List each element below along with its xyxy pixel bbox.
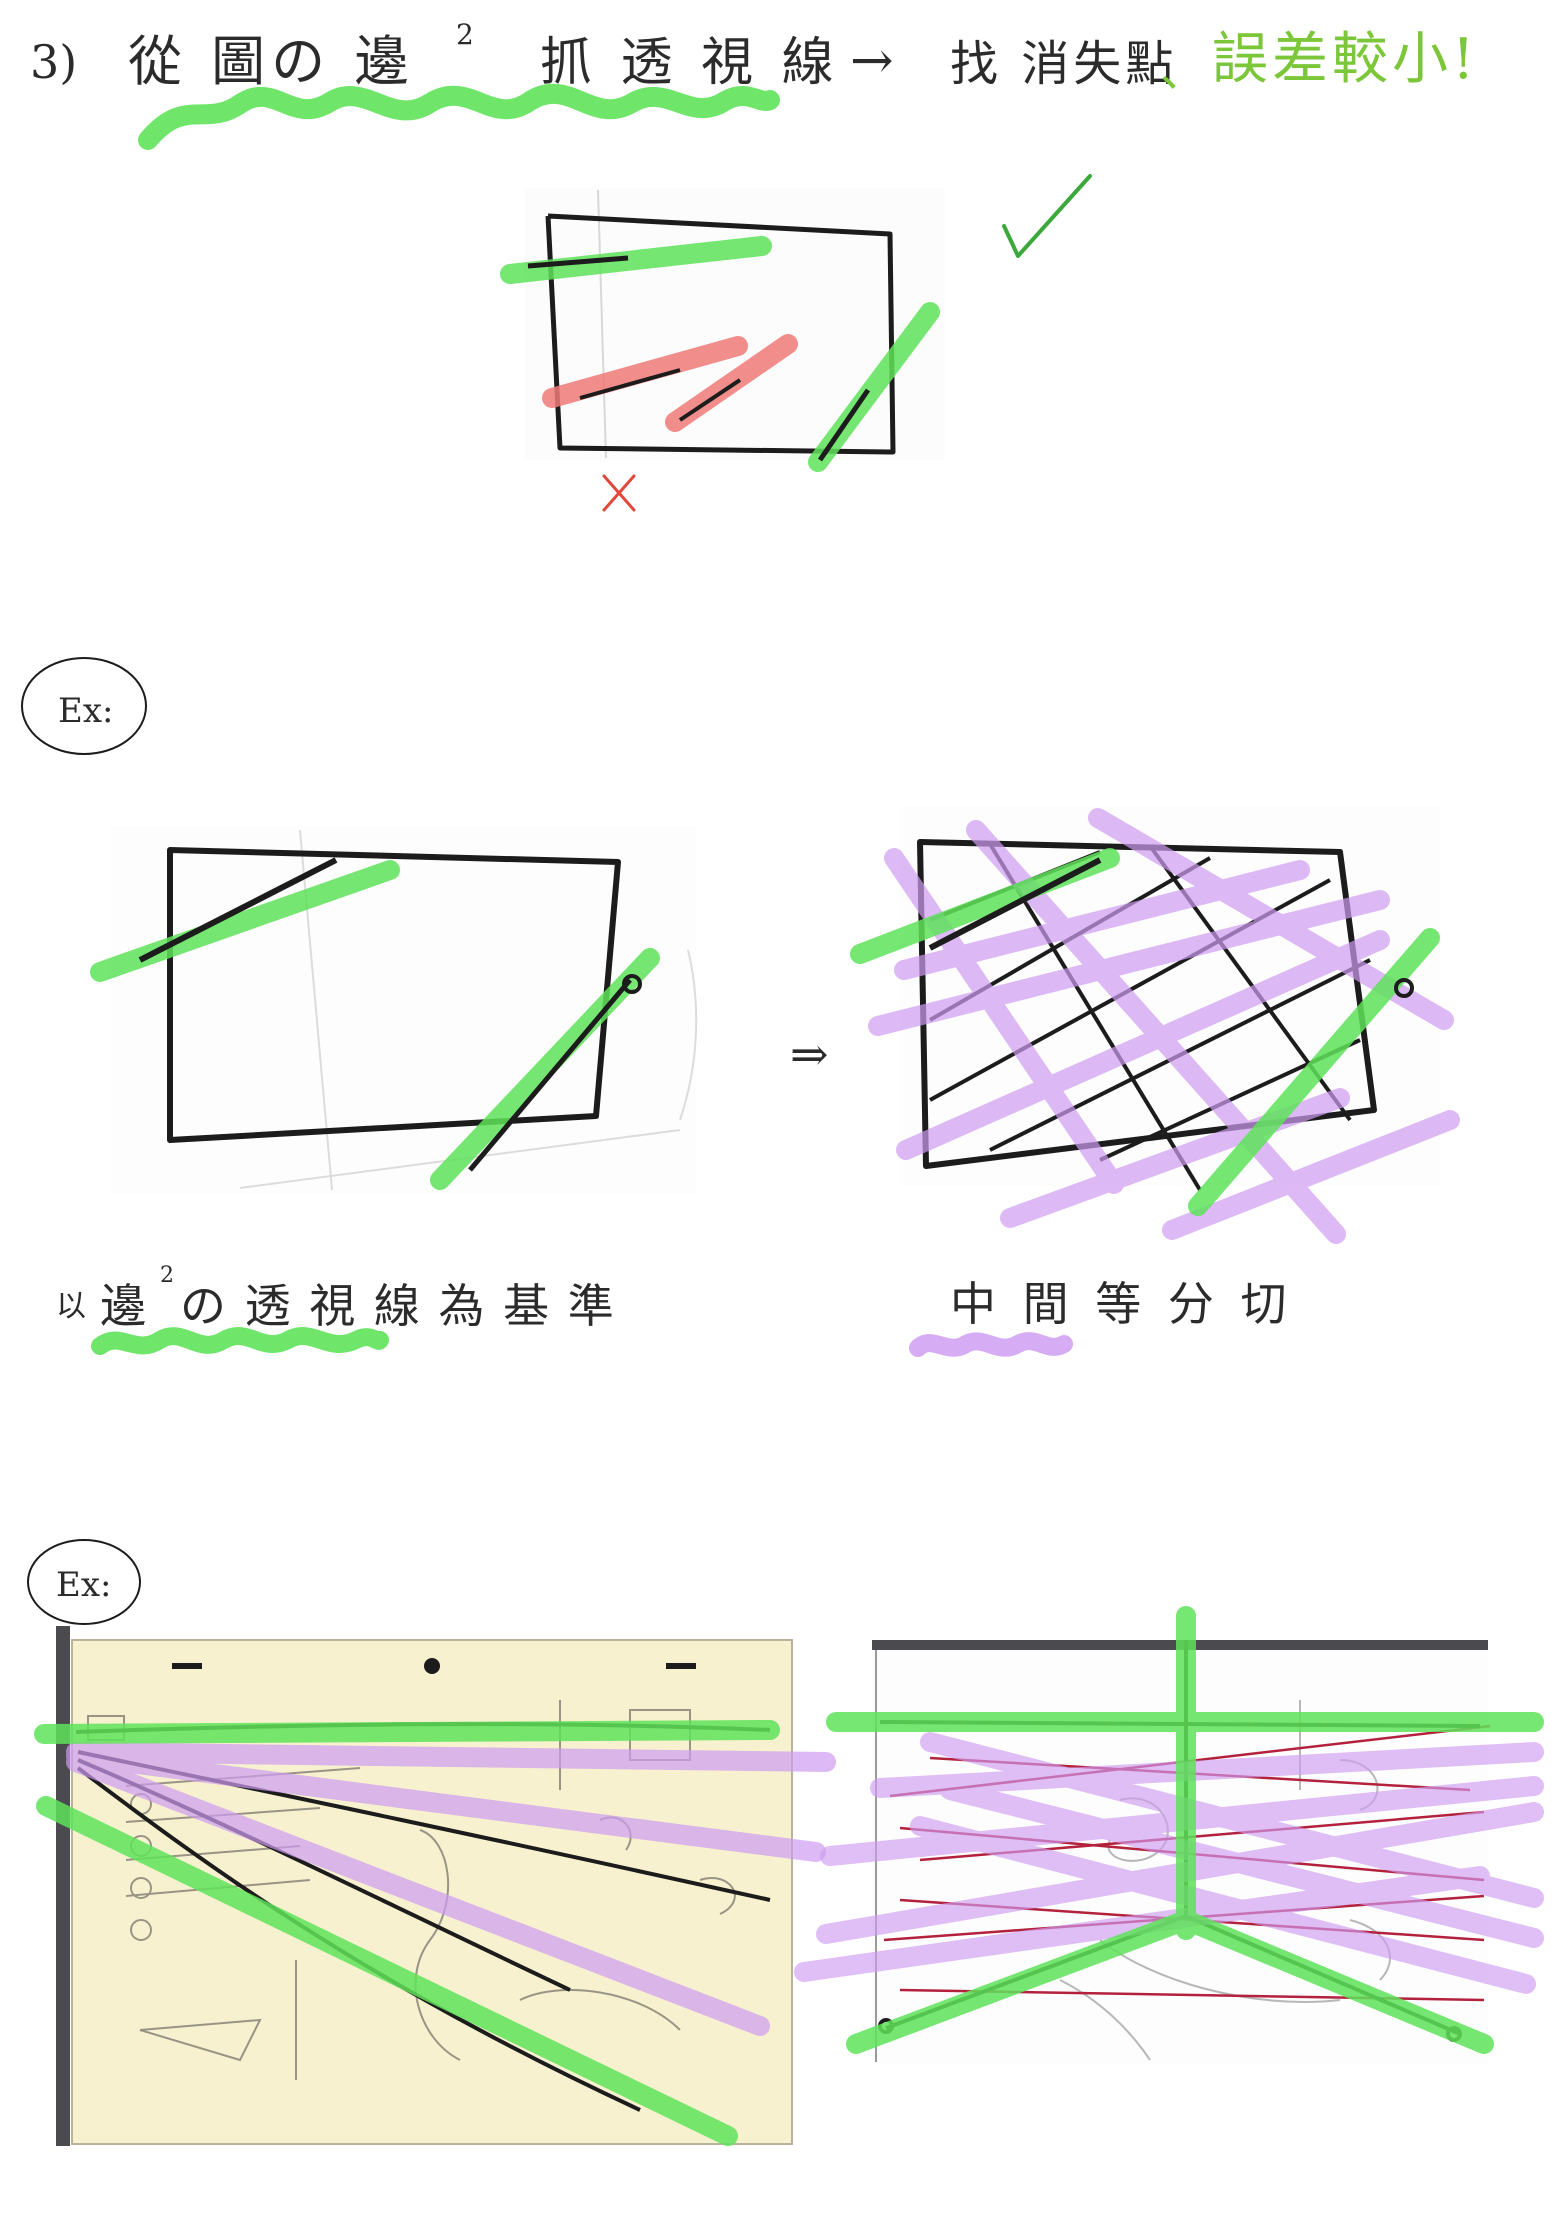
top-red-wrong-line-1 [542,336,748,408]
heading-grab: 抓 透 視 線 [540,33,840,93]
right-arrow-icon: → [850,31,894,91]
ex1-left-caption-prefix: 以 [56,1289,86,1324]
ex1-label: Ex: [58,691,113,731]
ex1-right-purple-grid [868,808,1460,1244]
top-red-ink-2 [678,378,742,422]
ex2-left-sheet-border [71,1639,793,2145]
ex2-right-green-lines [826,1606,1544,2054]
heading-comma: 、 [1160,43,1206,97]
ex1-left-vp-dot [622,974,642,994]
heading-find: 找 消失點 [950,36,1177,92]
ex2-label: Ex: [56,1565,111,1605]
ex1-left-caption-underline [91,1326,389,1355]
ex1-right-vp-dot [1394,978,1414,998]
ex1-label-circle [21,657,147,755]
heading-superscript: 2 [456,18,474,51]
top-red-ink-1 [579,368,681,400]
ex1-left-caption-rest: の 透 視 線 為 基 準 [180,1279,616,1333]
top-ink-stroke-1 [527,255,629,269]
ex1-left-ink-top [138,857,338,963]
ex2-left-green-lines [34,1720,780,2146]
ex2-label-circle [27,1539,141,1625]
ex1-left-caption-edge: 邊 [100,1279,146,1333]
ex1-left-caption-superscript: 2 [160,1263,174,1288]
top-figure-photo [525,188,945,460]
ex2-left-purple-lines [66,1742,836,2036]
check-icon [1002,174,1092,258]
example-1: Ex: ⇒ [21,657,1460,1357]
ex1-left-box [167,847,621,1143]
heading: 3) 從 圖の 邊 2 抓 透 視 線 → 找 消失點 、 誤差較小! [30,18,1479,150]
top-figure [500,174,1092,512]
top-box-sketch [545,213,896,455]
ex1-right-box [917,839,1377,1169]
heading-underline-highlight [138,83,780,150]
step-number: 3) [30,35,77,89]
cross-icon [602,474,636,512]
ex2-right-purple-lines [794,1732,1544,1994]
ex1-left-ink-right [468,978,632,1172]
ex2-left-peg-center [424,1658,440,1674]
top-figure-faint-line [597,189,607,459]
top-ink-stroke-2 [817,388,871,462]
example-2: Ex: [27,1539,1544,2146]
ex1-right-caption-underline [909,1332,1073,1357]
ex1-right-ink-top [928,857,1102,951]
ex1-right-green-right [1188,928,1440,1216]
top-green-edge-line [500,236,772,284]
double-arrow-icon: ⇒ [790,1027,829,1081]
ex2-left-dark-bar [56,1626,70,2146]
heading-note: 誤差較小! [1212,27,1479,92]
heading-phrase: 從 圖の 邊 [128,30,414,93]
ex1-right-caption: 中 間 等 分 切 [950,1277,1293,1331]
